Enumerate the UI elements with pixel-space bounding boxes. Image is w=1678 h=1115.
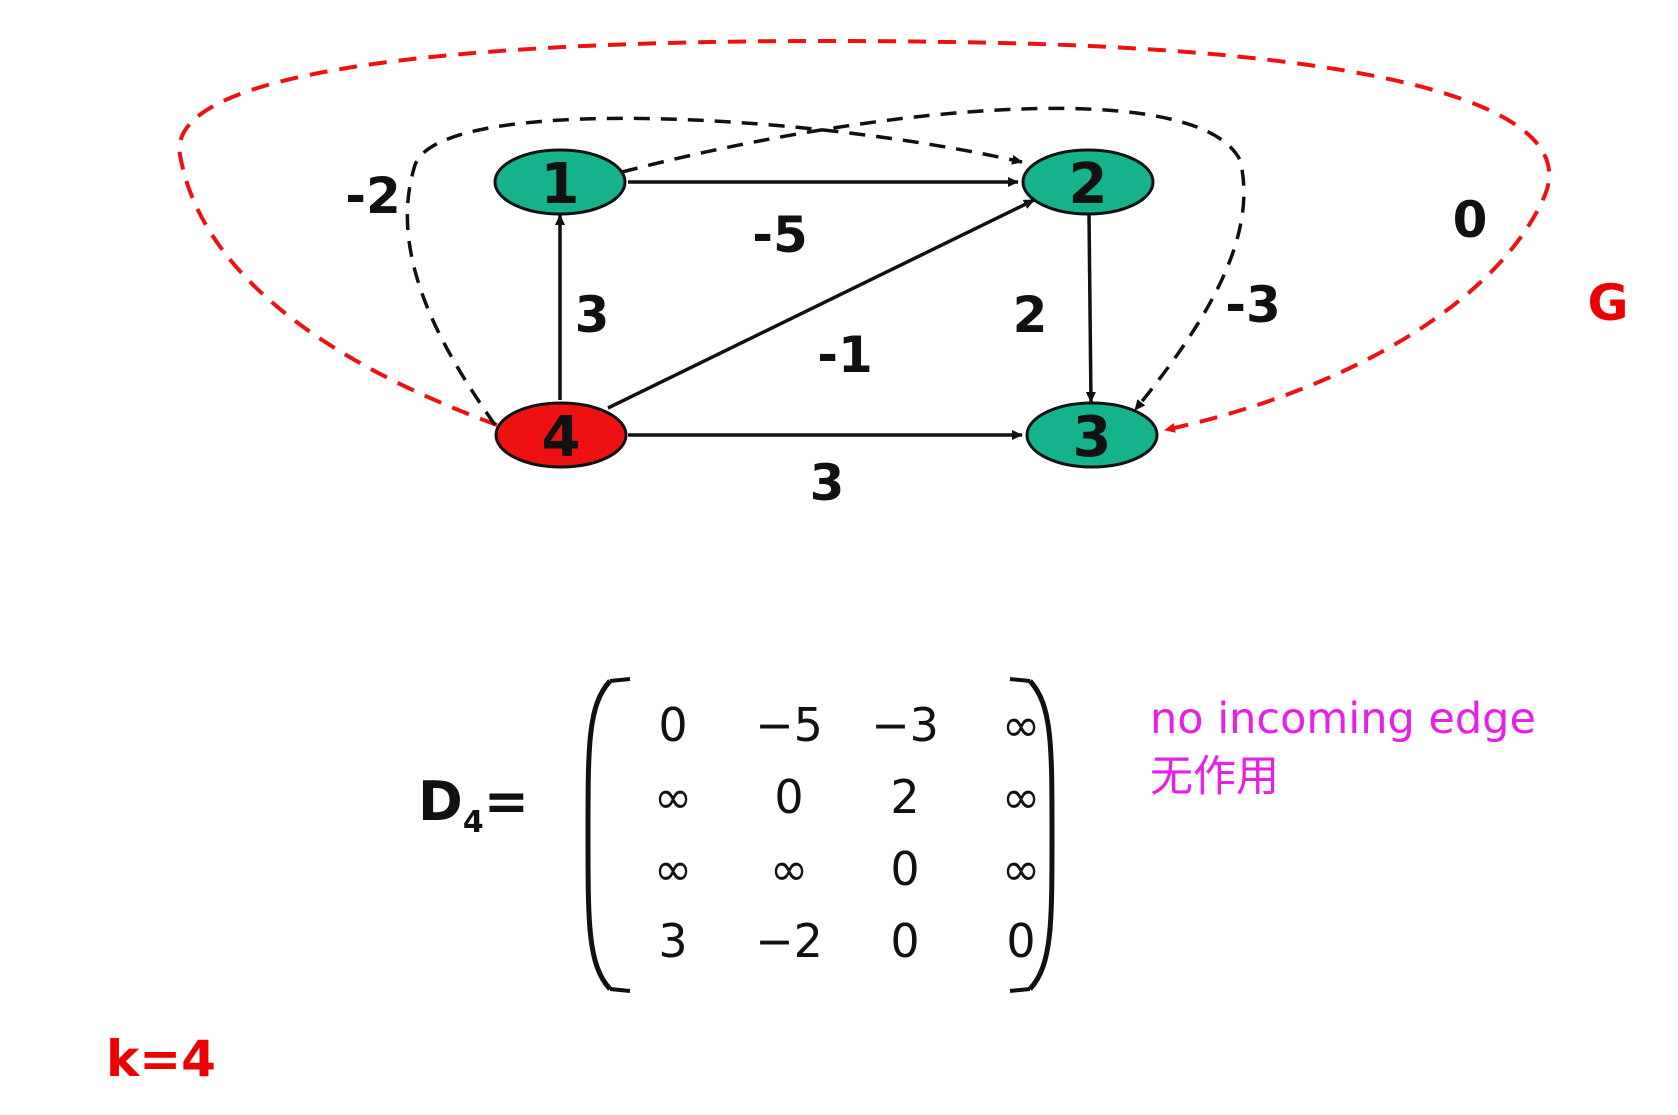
note-line-1: no incoming edge xyxy=(1150,694,1536,744)
matrix-brackets xyxy=(585,677,1055,993)
matrix-cell: 2 xyxy=(890,770,920,824)
matrix-cell: 0 xyxy=(774,770,804,824)
node-1-label: 1 xyxy=(541,152,580,217)
matrix-cell: 0 xyxy=(658,698,688,752)
edge-4-2-dashed-weight: -2 xyxy=(345,167,401,225)
matrix-cell: 0 xyxy=(890,842,920,896)
node-4-label: 4 xyxy=(542,405,581,470)
edge-4-2-dashed xyxy=(405,116,1023,426)
matrix-row: 0 −5 −3 ∞ xyxy=(615,689,1079,761)
edge-4-3-weight: 3 xyxy=(810,454,845,512)
node-4: 4 xyxy=(494,401,628,470)
edge-2-3-weight: 2 xyxy=(1013,286,1048,344)
node-3-label: 3 xyxy=(1073,405,1112,470)
matrix-cell: 0 xyxy=(890,914,920,968)
k-label: k=4 xyxy=(106,1030,216,1088)
matrix-cell: ∞ xyxy=(1001,698,1041,752)
matrix-cell: 0 xyxy=(1006,914,1036,968)
edge-1-3-dashed-weight: -3 xyxy=(1225,276,1281,334)
edge-4-1-weight: 3 xyxy=(575,286,610,344)
matrix-row: ∞ ∞ 0 ∞ xyxy=(615,833,1079,905)
matrix-label: D4= xyxy=(418,770,529,840)
node-2: 2 xyxy=(1021,148,1155,217)
edge-1-3-dashed xyxy=(621,106,1246,412)
edge-4-2 xyxy=(607,198,1035,410)
matrix-name: D xyxy=(418,770,463,833)
node-1: 1 xyxy=(493,148,627,217)
matrix-subscript: 4 xyxy=(462,804,484,840)
matrix-cell: ∞ xyxy=(653,770,693,824)
edge-4-3-dashed-red xyxy=(177,38,1552,433)
matrix-equals: = xyxy=(483,770,529,833)
matrix-cell: −5 xyxy=(755,698,823,752)
matrix-cell: ∞ xyxy=(653,842,693,896)
matrix-cell: ∞ xyxy=(769,842,809,896)
graph-diagram: 1 2 3 4 -5 3 -1 2 3 -2 -3 0 G xyxy=(177,38,1629,512)
matrix-cell: ∞ xyxy=(1001,770,1041,824)
node-3: 3 xyxy=(1025,401,1159,470)
note-line-2: 无作用 xyxy=(1150,752,1279,802)
matrix-cell: 3 xyxy=(658,914,688,968)
matrix-row: 3 −2 0 0 xyxy=(615,905,1079,977)
matrix-cell: −2 xyxy=(755,914,823,968)
matrix-cell: ∞ xyxy=(1001,842,1041,896)
matrix-row: ∞ 0 2 ∞ xyxy=(615,761,1079,833)
edge-2-3 xyxy=(1085,213,1096,403)
edge-4-3-dashed-red-weight: 0 xyxy=(1453,191,1488,249)
annotation-note: no incoming edge 无作用 xyxy=(1150,690,1536,806)
graph-title-label: G xyxy=(1587,274,1628,332)
node-2-label: 2 xyxy=(1069,152,1108,217)
matrix-cell: −3 xyxy=(871,698,939,752)
edge-1-2-weight: -5 xyxy=(752,206,808,264)
distance-matrix: 0 −5 −3 ∞ ∞ 0 2 ∞ ∞ ∞ 0 ∞ 3 −2 0 0 xyxy=(580,675,1060,995)
edge-4-2-weight: -1 xyxy=(817,326,873,384)
matrix-grid: 0 −5 −3 ∞ ∞ 0 2 ∞ ∞ ∞ 0 ∞ 3 −2 0 0 xyxy=(615,689,1079,977)
